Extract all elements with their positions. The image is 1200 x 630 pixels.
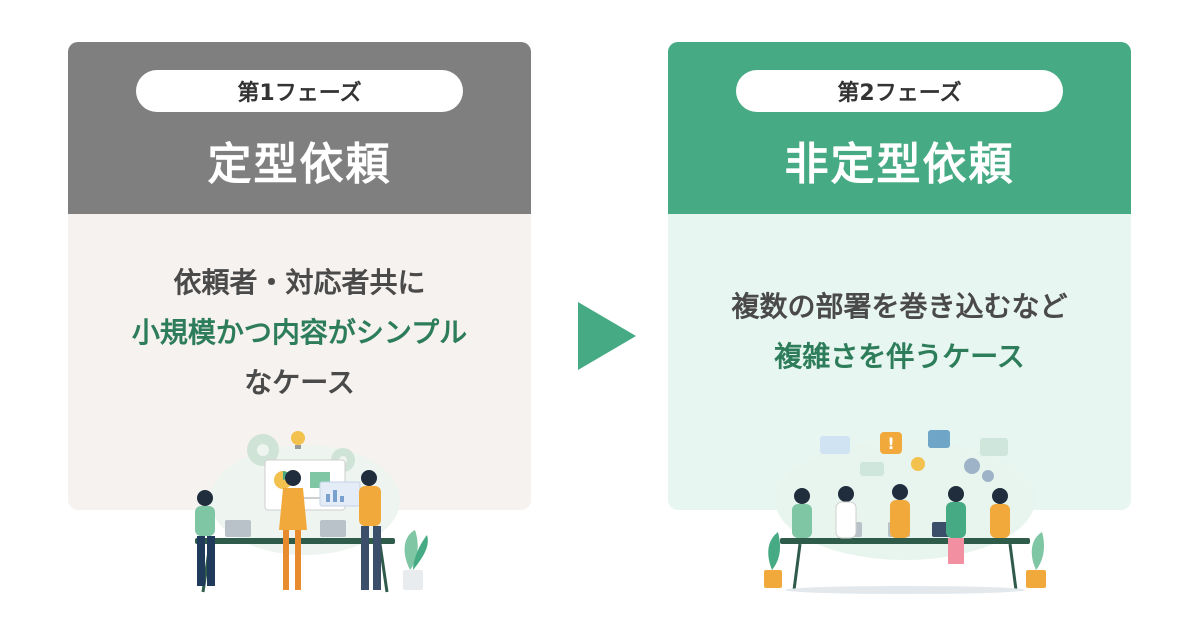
plant-icon [403,530,428,590]
person-figure [946,486,966,564]
plant-icon [1026,532,1046,588]
phase2-desc-line1: 複数の部署を巻き込むなど [731,290,1068,323]
chat-bubble-icon [980,438,1008,456]
person-figure [835,486,857,539]
gear-icon [964,458,980,474]
phase2-card: 第2フェーズ 非定型依頼 複数の部署を巻き込むなど 複雑さを伴うケース [668,42,1131,510]
small-team-illustration [195,431,428,593]
phase2-description: 複数の部署を巻き込むなど 複雑さを伴うケース [668,282,1131,382]
lightbulb-icon [911,457,925,471]
large-team-illustration: ! [764,430,1046,594]
alert-icon [880,432,902,454]
phase1-card: 第1フェーズ 定型依頼 依頼者・対応者共に 小規模かつ内容がシンプル なケース [68,42,531,510]
phase1-description: 依頼者・対応者共に 小規模かつ内容がシンプル なケース [68,258,531,408]
person-figure [359,470,381,590]
phase2-badge: 第2フェーズ [736,70,1063,112]
plant-icon [764,532,782,588]
chat-bubble-icon [820,436,850,454]
phase1-badge: 第1フェーズ [136,70,463,112]
svg-text:!: ! [887,434,894,453]
gear-icon [982,470,994,482]
gear-icon [928,430,950,448]
person-figure [990,488,1010,538]
phase1-desc-line1: 依頼者・対応者共に [173,266,426,299]
phase1-desc-line2: 小規模かつ内容がシンプル [131,316,468,349]
phase2-header: 第2フェーズ 非定型依頼 [668,42,1131,214]
phase1-desc-line3: なケース [244,366,355,399]
person-figure [195,490,215,586]
person-figure [890,484,910,538]
phase2-desc-line2: 複雑さを伴うケース [774,340,1025,373]
phase2-title: 非定型依頼 [784,139,1015,190]
chat-bubble-icon [860,462,884,476]
phase1-title: 定型依頼 [207,139,392,190]
person-figure [279,470,307,590]
phase1-header: 第1フェーズ 定型依頼 [68,42,531,214]
lightbulb-icon [291,431,305,449]
next-phase-arrow-icon [578,302,636,370]
person-figure [792,488,812,538]
